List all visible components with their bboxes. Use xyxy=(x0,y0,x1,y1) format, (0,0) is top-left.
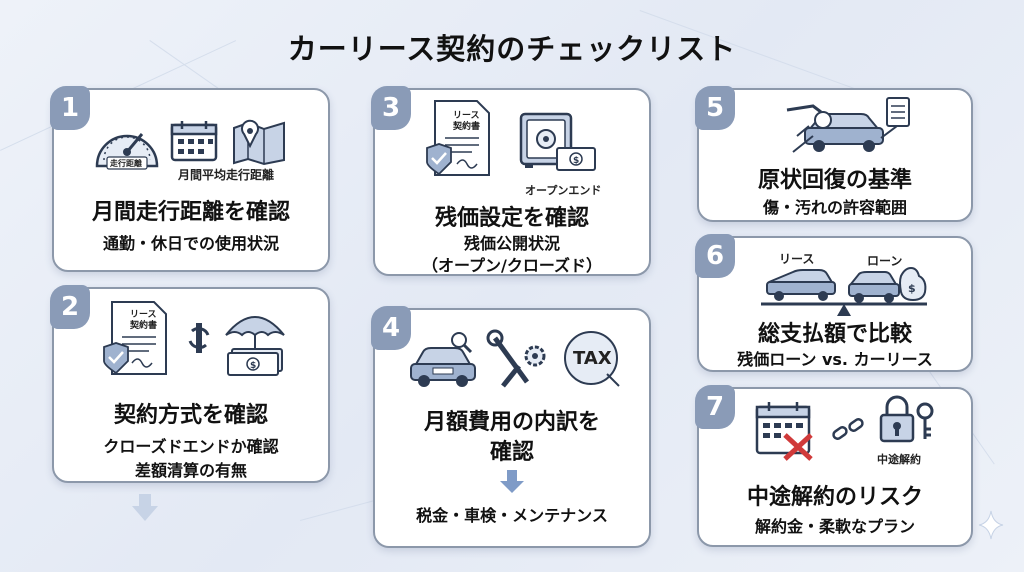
doc-label-1: リース xyxy=(453,111,480,121)
card-number-badge: 1 xyxy=(50,86,90,130)
card-number-badge: 4 xyxy=(371,306,411,350)
card-heading: 月額費用の内訳を xyxy=(423,410,600,435)
checklist-card-1: 1 走行距離 月間平均走行距離 月間走行距離を確認 通勤・休日での使用状況 xyxy=(50,86,330,272)
doc-label-1: リース xyxy=(130,310,157,320)
card-number-badge: 7 xyxy=(695,385,735,429)
down-arrow-icon xyxy=(132,494,158,521)
sparkle-icon xyxy=(978,510,1004,540)
car-inspection-icon xyxy=(786,97,910,153)
card-number-badge: 2 xyxy=(50,285,90,329)
card-3-icon-label: オープンエンド xyxy=(525,184,602,197)
balance-scale-icon: $ xyxy=(761,266,927,316)
car-magnifier-icon xyxy=(410,332,476,387)
svg-text:$: $ xyxy=(908,282,916,295)
card-subtext: 通勤・休日での使用状況 xyxy=(102,234,279,253)
calendar-cancel-icon xyxy=(755,402,813,461)
contract-document-icon xyxy=(103,301,167,375)
checklist-card-7: 7 中途解約 中途解約のリスク 解約金・柔軟なプラン xyxy=(695,385,973,547)
card-subtext: （オープン/クローズド） xyxy=(421,256,603,275)
card-1-icon-label: 月間平均走行距離 xyxy=(178,168,275,182)
checklist-card-4: 4 TAX 月額費用の内訳を 確認 税金・車検・メンテナンス xyxy=(371,306,651,548)
card-heading: 月間走行距離を確認 xyxy=(91,200,290,225)
card-subtext: 差額清算の有無 xyxy=(134,461,247,480)
card-subtext: 残価公開状況 xyxy=(463,234,560,253)
page-title: カーリース契約のチェックリスト xyxy=(287,32,737,66)
svg-text:$: $ xyxy=(573,156,579,166)
card-subtext: クローズドエンドか確認 xyxy=(103,437,279,456)
lock-key-icon xyxy=(879,395,934,443)
meter-label: 走行距離 xyxy=(110,159,142,168)
checklist-card-2: 2 リース 契約書 $ 契約方式を確認 クローズドエンドか確認 差額清算の有無 xyxy=(50,285,330,483)
card-subtext: 残価ローン vs. カーリース xyxy=(737,350,933,369)
scale-right-label: ローン xyxy=(867,254,903,268)
card-heading: 中途解約のリスク xyxy=(746,485,923,510)
down-arrow-icon xyxy=(500,470,524,493)
card-heading: 確認 xyxy=(489,440,534,465)
card-number-badge: 6 xyxy=(695,234,735,278)
card-heading: 総支払額で比較 xyxy=(757,322,912,347)
card-number-badge: 5 xyxy=(695,86,735,130)
card-subtext: 税金・車検・メンテナンス xyxy=(416,506,608,525)
checklist-card-6: 6 $ リース ローン 総支払額で比較 残価ローン vs. カーリース xyxy=(695,234,973,372)
calendar-icon xyxy=(170,121,218,162)
card-subtext: 傷・汚れの許容範囲 xyxy=(762,198,907,217)
exchange-arrows-icon xyxy=(188,323,210,353)
tax-label: TAX xyxy=(573,348,612,369)
safe-icon: $ xyxy=(519,112,596,171)
svg-text:$: $ xyxy=(250,361,256,371)
umbrella-money-icon: $ xyxy=(225,316,285,376)
contract-document-icon xyxy=(426,100,490,176)
card-heading: 残価設定を確認 xyxy=(434,206,589,231)
scale-left-label: リース xyxy=(779,252,815,266)
doc-label-2: 契約書 xyxy=(453,122,481,132)
card-7-icon-label: 中途解約 xyxy=(877,453,921,466)
card-heading: 契約方式を確認 xyxy=(113,403,268,428)
checklist-card-5: 5 原状回復の基準 傷・汚れの許容範囲 xyxy=(695,86,973,222)
map-icon xyxy=(233,119,285,166)
broken-chain-icon xyxy=(832,418,864,440)
speedometer-icon xyxy=(95,133,159,170)
card-subtext: 解約金・柔軟なプラン xyxy=(754,517,915,536)
card-heading: 原状回復の基準 xyxy=(757,168,912,193)
checklist-card-3: 3 リース 契約書 $ オープンエンド 残価設定を確認 残価公開状況 （オープン… xyxy=(371,86,651,276)
card-number-badge: 3 xyxy=(371,86,411,130)
doc-label-2: 契約書 xyxy=(130,321,158,331)
tools-icon xyxy=(486,329,546,388)
tax-badge-icon xyxy=(564,331,620,387)
